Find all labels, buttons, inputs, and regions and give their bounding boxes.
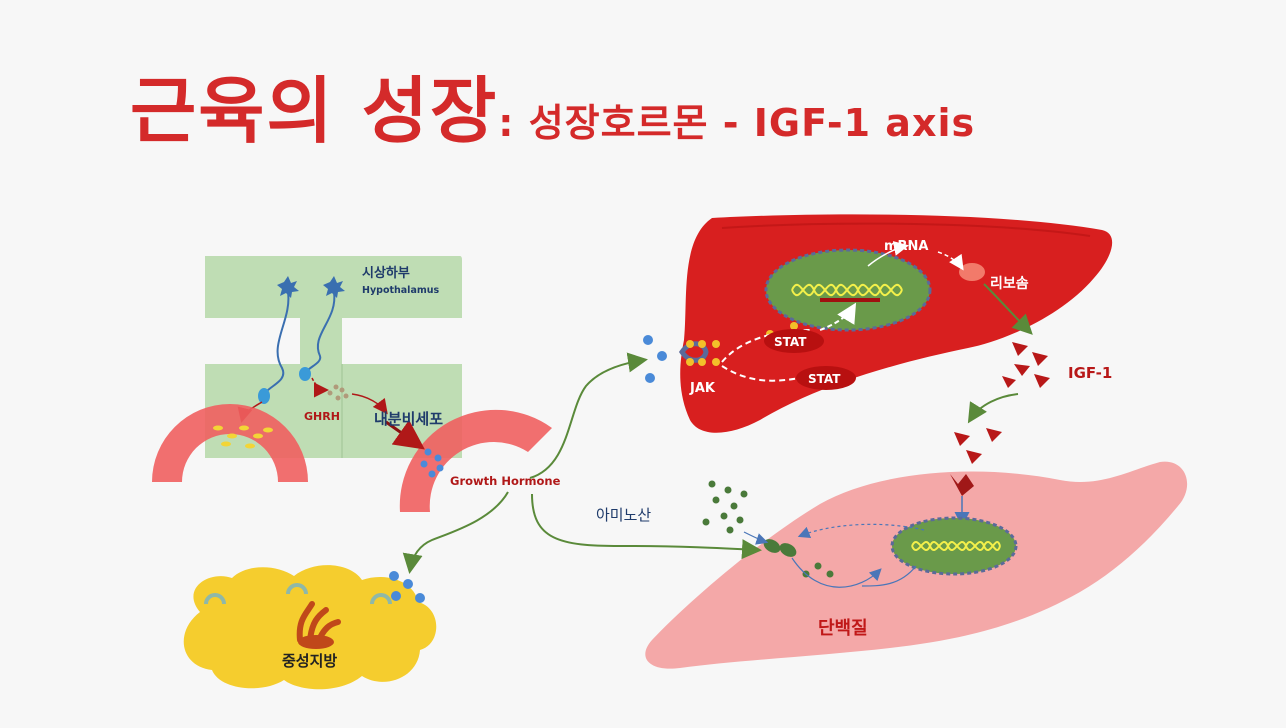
- ghrh-granules: [327, 384, 349, 401]
- title-subtitle: : 성장호르몬 - IGF-1 axis: [498, 101, 976, 145]
- neuron-left: [258, 276, 299, 404]
- endocrine-cell-arch: [385, 409, 552, 512]
- growth-hormone-label: Growth Hormone: [450, 474, 561, 488]
- igf1-molecules: [954, 342, 1050, 464]
- amino-acid-particles: [702, 480, 748, 534]
- endocrine-cell-label: 내분비세포: [374, 410, 443, 428]
- jak-label: JAK: [689, 381, 716, 396]
- pituitary-arch-left: [152, 404, 308, 482]
- liver: [678, 214, 1113, 433]
- neuron-right: [299, 276, 345, 381]
- amino-acid-label: 아미노산: [596, 506, 651, 524]
- growth-hormone-particles: [643, 335, 667, 383]
- hypothalamus-label-ko: 시상하부: [362, 265, 410, 281]
- triglyceride-label: 중성지방: [282, 652, 337, 670]
- hypothalamus-label-en: Hypothalamus: [362, 285, 440, 296]
- mrna-label: mRNA: [884, 239, 929, 254]
- stat-label-2: STAT: [808, 372, 841, 386]
- ribosome-label: 리보솜: [990, 276, 1029, 292]
- igf1-label: IGF-1: [1068, 364, 1112, 382]
- hypothalamus-block: [205, 256, 462, 458]
- protein-label: 단백질: [818, 618, 868, 639]
- ghrh-label: GHRH: [304, 410, 340, 423]
- title-main: 근육의 성장: [130, 69, 499, 153]
- page-title: 근육의 성장: 성장호르몬 - IGF-1 axis: [130, 52, 975, 157]
- muscle-cell: [645, 461, 1188, 669]
- triglyceride-fat-blob: [183, 565, 437, 690]
- stat-label-1: STAT: [774, 335, 807, 349]
